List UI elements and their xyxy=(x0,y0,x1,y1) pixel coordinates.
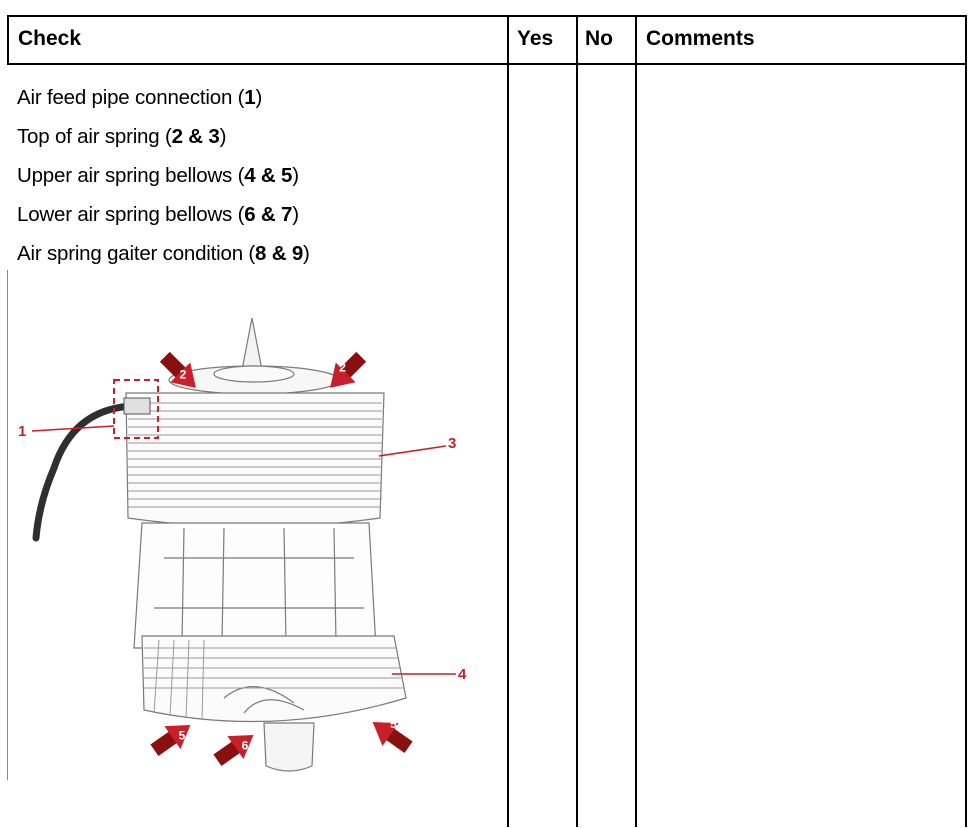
col-divider-no xyxy=(576,15,578,827)
table-right-border xyxy=(965,15,967,827)
callout-1: 1 xyxy=(18,423,26,440)
header-yes: Yes xyxy=(517,27,554,50)
arrow-2-right: 2 xyxy=(330,351,367,388)
arrow-5-right: 5 xyxy=(372,717,413,753)
svg-text:6: 6 xyxy=(242,738,249,752)
check-item-lower-bellows: Lower air spring bellows (6 & 7) xyxy=(17,203,299,226)
svg-text:5: 5 xyxy=(179,728,186,742)
check-item-gaiter: Air spring gaiter condition (8 & 9) xyxy=(17,242,310,265)
table-left-border xyxy=(7,15,9,63)
check-item-upper-bellows: Upper air spring bellows (4 & 5) xyxy=(17,164,299,187)
arrow-6: 6 xyxy=(213,734,254,766)
top-mount-cone xyxy=(241,318,263,371)
header-no: No xyxy=(585,27,613,50)
arrow-2-left: 2 xyxy=(159,351,196,388)
air-feed-pipe xyxy=(32,402,138,542)
callout-4: 4 xyxy=(458,666,467,683)
table-left-border-lower xyxy=(7,270,8,780)
svg-text:2: 2 xyxy=(180,368,187,382)
col-divider-yes xyxy=(507,15,509,827)
air-spring-diagram: 1 3 4 2 2 5 6 5 xyxy=(18,318,467,772)
svg-text:5: 5 xyxy=(390,717,397,731)
header-check: Check xyxy=(18,27,82,50)
svg-text:2: 2 xyxy=(339,361,346,375)
bottom-spigot xyxy=(263,722,315,772)
lower-bellows xyxy=(141,635,407,723)
callout-3: 3 xyxy=(448,435,456,452)
check-item-top-air-spring: Top of air spring (2 & 3) xyxy=(17,125,227,148)
arrow-5-left: 5 xyxy=(150,724,191,756)
col-divider-comments xyxy=(635,15,637,827)
header-comments: Comments xyxy=(646,27,755,50)
pipe-connector xyxy=(123,397,151,415)
check-item-air-feed-pipe: Air feed pipe connection (1) xyxy=(17,86,263,109)
header-bottom-border xyxy=(7,63,967,65)
connection-highlight-box xyxy=(113,379,159,439)
middle-section xyxy=(133,522,377,649)
table-top-border xyxy=(7,15,967,17)
